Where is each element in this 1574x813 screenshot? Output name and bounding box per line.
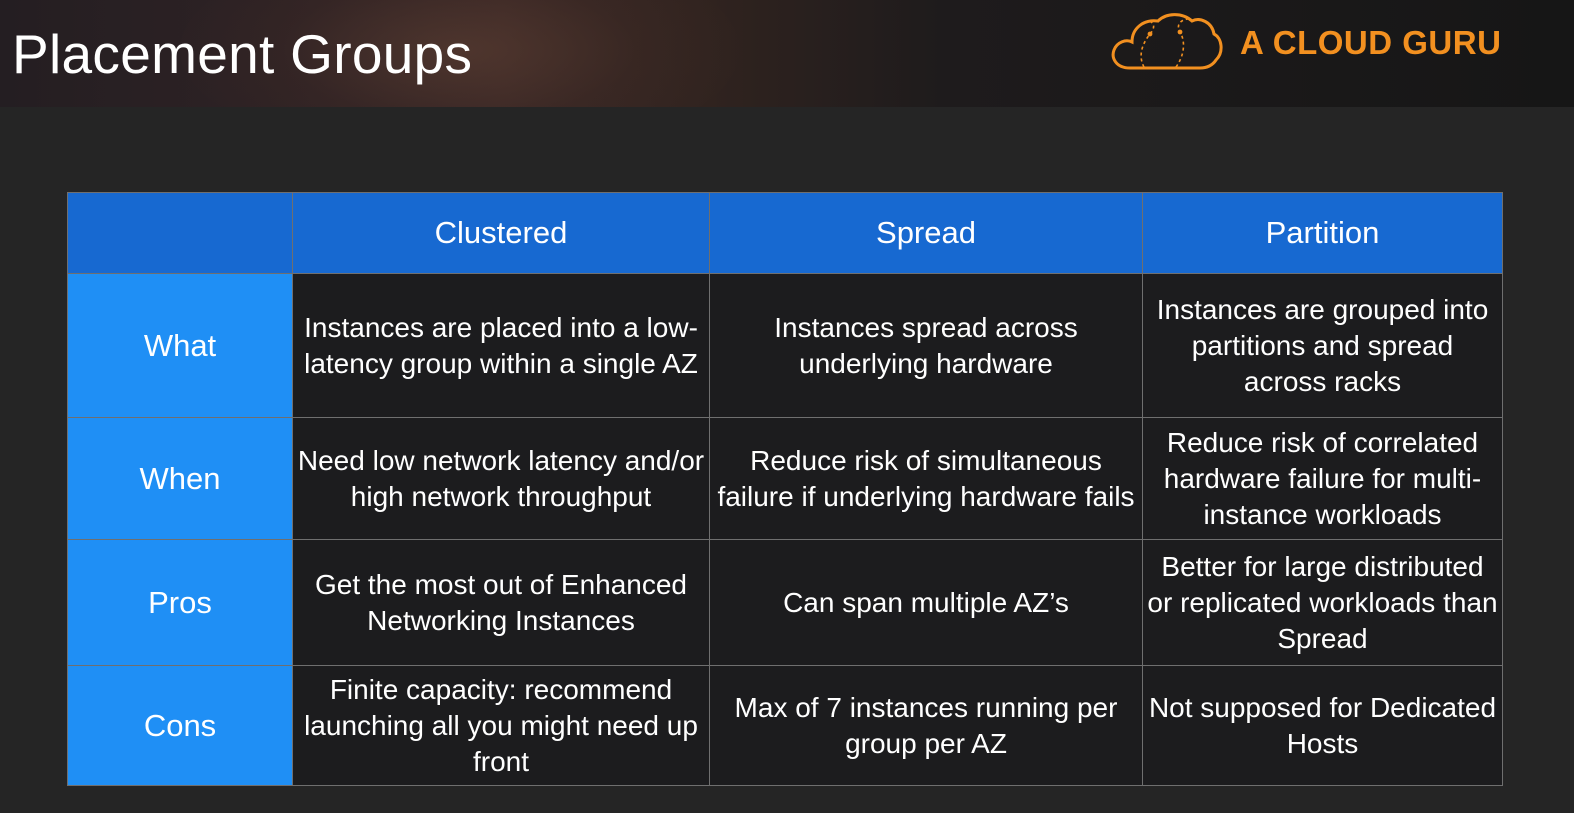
cell-what-spread: Instances spread across underlying hardw… [709, 273, 1143, 418]
table-row-pros: Pros Get the most out of Enhanced Networ… [67, 539, 1503, 666]
brand-name: A CLOUD GURU [1240, 24, 1502, 61]
cell-cons-clustered: Finite capacity: recommend launching all… [292, 665, 710, 786]
slide-header: Placement Groups A CLOUD GURU [0, 0, 1574, 107]
row-header-pros: Pros [67, 539, 293, 666]
brand-logo: A CLOUD GURU [1108, 12, 1538, 74]
cell-what-partition: Instances are grouped into partitions an… [1142, 273, 1503, 418]
column-header-partition: Partition [1142, 192, 1503, 274]
comparison-table: Clustered Spread Partition What Instance… [67, 192, 1503, 786]
cell-when-partition: Reduce risk of correlated hardware failu… [1142, 417, 1503, 540]
table-header-row: Clustered Spread Partition [67, 192, 1503, 274]
row-header-when: When [67, 417, 293, 540]
cloud-logo-icon [1108, 12, 1224, 74]
cell-pros-spread: Can span multiple AZ’s [709, 539, 1143, 666]
row-header-what: What [67, 273, 293, 418]
cell-cons-partition: Not supposed for Dedicated Hosts [1142, 665, 1503, 786]
table-row-cons: Cons Finite capacity: recommend launchin… [67, 665, 1503, 786]
column-header-spread: Spread [709, 192, 1143, 274]
cell-pros-partition: Better for large distributed or replicat… [1142, 539, 1503, 666]
header-background-glow [180, 0, 740, 107]
row-header-cons: Cons [67, 665, 293, 786]
slide-title: Placement Groups [12, 23, 473, 85]
cell-when-clustered: Need low network latency and/or high net… [292, 417, 710, 540]
column-header-clustered: Clustered [292, 192, 710, 274]
table-row-when: When Need low network latency and/or hig… [67, 417, 1503, 540]
cell-when-spread: Reduce risk of simultaneous failure if u… [709, 417, 1143, 540]
cell-pros-clustered: Get the most out of Enhanced Networking … [292, 539, 710, 666]
cell-cons-spread: Max of 7 instances running per group per… [709, 665, 1143, 786]
corner-header-cell [67, 192, 293, 274]
cell-what-clustered: Instances are placed into a low-latency … [292, 273, 710, 418]
table-row-what: What Instances are placed into a low-lat… [67, 273, 1503, 418]
